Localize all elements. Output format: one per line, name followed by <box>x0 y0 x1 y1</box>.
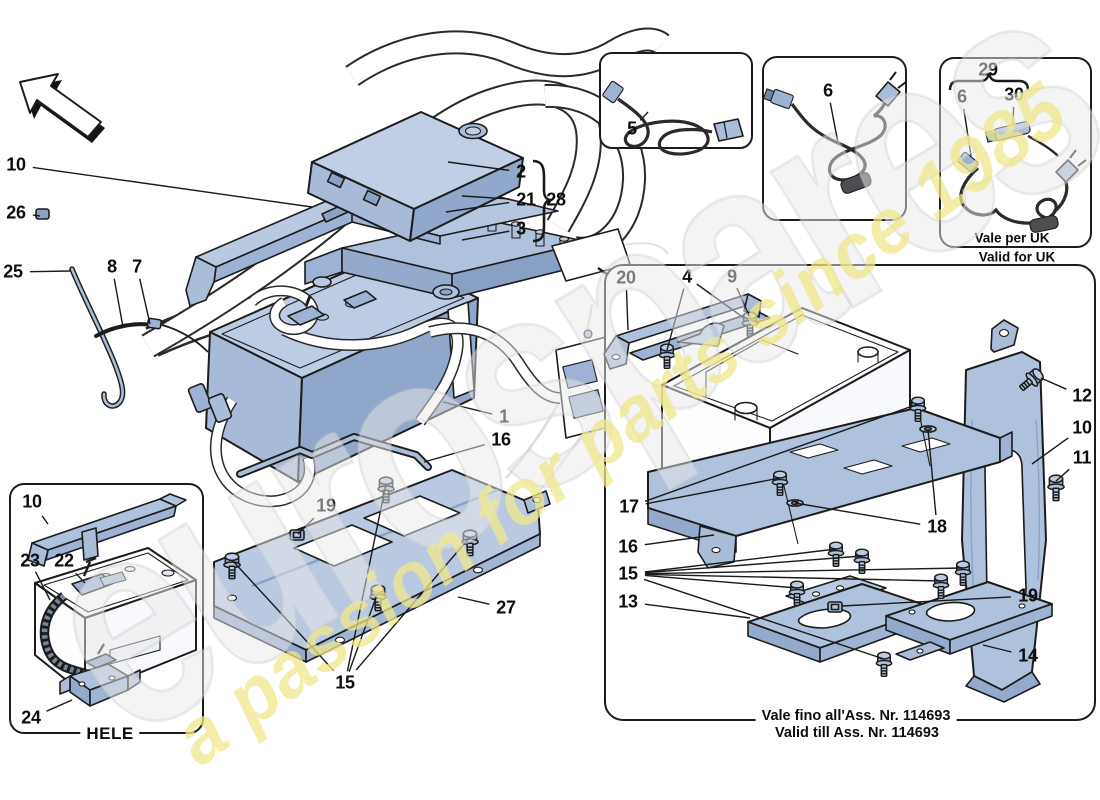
callout-16-29: 29 <box>978 59 998 80</box>
uk-note-line2: Valid for UK <box>978 249 1056 265</box>
relay-module <box>555 329 621 439</box>
callout-35-24: 24 <box>21 707 41 728</box>
callout-6-21: 21 <box>516 189 536 210</box>
watermark-tagline: a passion for parts since 1985 <box>158 65 1083 781</box>
callout-8-3: 3 <box>516 218 526 239</box>
battery-cover-strip <box>185 140 485 307</box>
callout-25-17: 17 <box>619 496 639 517</box>
callout-14-5: 5 <box>627 118 637 139</box>
callout-21-9: 9 <box>727 266 737 287</box>
callout-23-10: 10 <box>1072 417 1092 438</box>
inset-box-charger-cable <box>762 56 907 221</box>
cable-8-and-connector-7 <box>94 317 209 353</box>
clip-26 <box>35 208 50 220</box>
hold-down-rod <box>236 433 432 478</box>
callout-12-27: 27 <box>496 597 516 618</box>
callout-29-13: 13 <box>618 591 638 612</box>
inset-box-hele-variant <box>9 483 204 734</box>
direction-arrow-icon <box>19 73 105 143</box>
callout-2-25: 25 <box>3 261 23 282</box>
callout-34-22: 22 <box>54 550 74 571</box>
callout-22-12: 12 <box>1072 385 1092 406</box>
fuse-box-cover <box>307 111 524 242</box>
fuse-box-base <box>304 214 589 300</box>
battery-tray <box>213 469 551 663</box>
callout-30-19: 19 <box>1018 585 1038 606</box>
callout-19-20: 20 <box>616 267 636 288</box>
callout-20-4: 4 <box>682 266 692 287</box>
validity-note-line2: Valid till Ass. Nr. 114693 <box>769 725 945 741</box>
callout-7-28: 28 <box>546 189 566 210</box>
tray-screws-15 <box>223 476 479 612</box>
callout-33-23: 23 <box>20 550 40 571</box>
callout-18-30: 30 <box>1004 84 1024 105</box>
callout-32-10: 10 <box>22 491 42 512</box>
callout-13-15: 15 <box>335 672 355 693</box>
uk-note-line1: Vale per UK <box>974 230 1050 246</box>
callout-27-16: 16 <box>618 536 638 557</box>
inset-box-sensor-cable <box>599 52 753 156</box>
car-body-contours <box>477 242 669 557</box>
variant-code-label: HELE <box>80 724 140 744</box>
callout-1-26: 26 <box>6 202 26 223</box>
callout-28-15: 15 <box>618 563 638 584</box>
wiring-harness <box>187 285 561 508</box>
callout-9-1: 1 <box>499 406 509 427</box>
background-hoses <box>141 27 670 358</box>
rubber-pad-19 <box>289 529 305 541</box>
callout-15-6: 6 <box>823 80 833 101</box>
callout-24-11: 11 <box>1072 447 1092 468</box>
ground-rod-25 <box>69 266 126 409</box>
callout-26-18: 18 <box>927 516 947 537</box>
callout-4-7: 7 <box>132 256 142 277</box>
callout-31-14: 14 <box>1018 645 1038 666</box>
callout-10-16: 16 <box>491 429 511 450</box>
validity-note-line1: Vale fino all'Ass. Nr. 114693 <box>755 708 957 724</box>
callout-11-19: 19 <box>316 495 336 516</box>
callout-17-6: 6 <box>957 86 967 107</box>
callout-0-10: 10 <box>6 154 26 175</box>
callout-5-2: 2 <box>516 161 526 182</box>
callout-3-8: 8 <box>107 256 117 277</box>
battery-main <box>205 253 479 483</box>
